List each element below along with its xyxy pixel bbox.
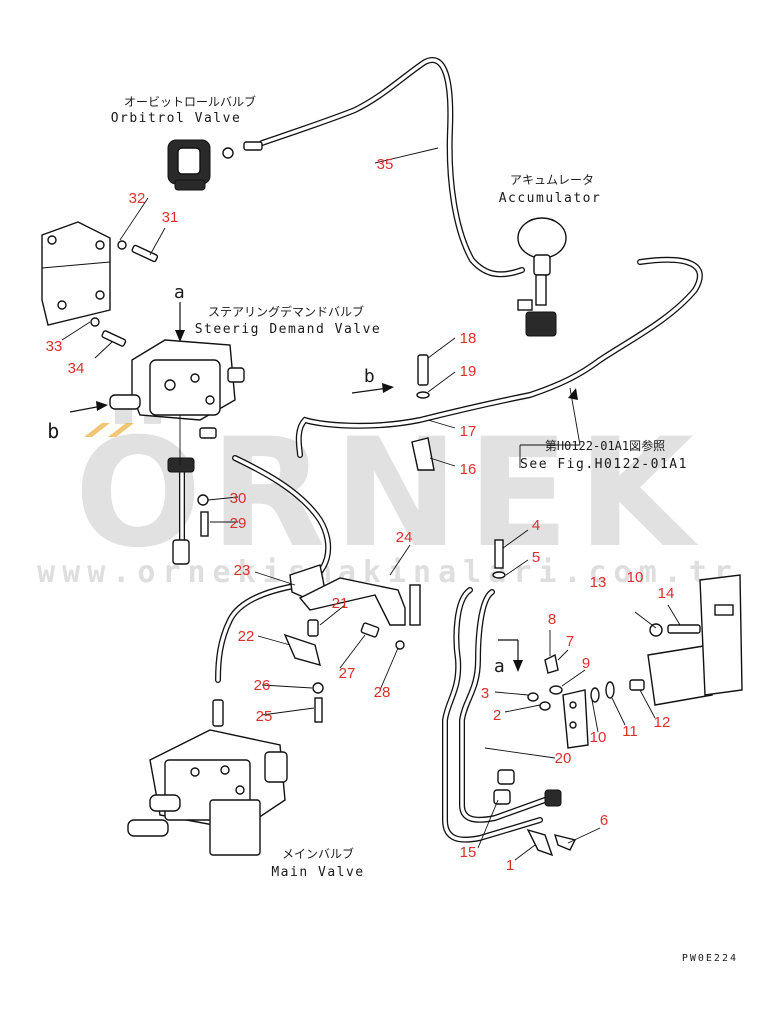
clamp-brackets	[283, 564, 421, 723]
part-number[interactable]: 1	[506, 857, 514, 874]
main-valve-label-jp: メインバルブ	[282, 846, 354, 861]
part-number[interactable]: 10	[627, 569, 644, 586]
part-number[interactable]: 5	[532, 549, 540, 566]
leader-lines	[61, 147, 681, 861]
part-number[interactable]: 18	[460, 330, 477, 347]
arrow-b-left-head	[96, 401, 108, 411]
orbitrol-label-en: Orbitrol Valve	[111, 111, 242, 126]
part-number[interactable]: 4	[532, 517, 540, 534]
reference-label-jp: 第H0122-01A1図参照	[545, 438, 665, 453]
arrow-b-right-head	[382, 383, 394, 393]
part-number[interactable]: 21	[332, 595, 349, 612]
part-number[interactable]: 9	[582, 655, 590, 672]
part-number[interactable]: 27	[339, 665, 356, 682]
part-number[interactable]: 8	[548, 611, 556, 628]
drawing-code: PW0E224	[682, 953, 738, 964]
steering-valve-label-en: Steerig Demand Valve	[195, 322, 382, 337]
part-number-callouts: 1 2 3 4 5 6 7 8 9 10 10 11 12 13 14 15 1…	[46, 156, 675, 874]
mounting-bracket	[41, 221, 159, 347]
part-number[interactable]: 28	[374, 684, 391, 701]
watermark-accent-mark	[84, 423, 110, 437]
steering-valve-label-jp: ステアリングデマンドバルブ	[208, 304, 364, 319]
view-label-a-upper: a	[174, 282, 186, 303]
part-number[interactable]: 3	[481, 685, 489, 702]
clamp-16-19	[411, 354, 435, 471]
arrow-a-lower-head	[513, 660, 523, 672]
direction-arrows	[69, 302, 578, 672]
part-number[interactable]: 14	[658, 585, 675, 602]
part-number[interactable]: 20	[555, 750, 572, 767]
part-number[interactable]: 16	[460, 461, 477, 478]
steering-lower-fittings	[167, 457, 209, 565]
part-number[interactable]: 13	[590, 574, 607, 591]
part-number[interactable]: 25	[256, 708, 273, 725]
right-bracket-assembly	[492, 539, 743, 857]
view-label-b-right: b	[364, 366, 376, 387]
accumulator-label-jp: アキュムレータ	[510, 173, 594, 187]
part-number[interactable]: 2	[493, 707, 501, 724]
orbitrol-label-jp: オービットロールバルブ	[124, 94, 256, 109]
watermark-accent-mark	[108, 423, 134, 437]
part-number[interactable]: 17	[460, 423, 477, 440]
part-number[interactable]: 35	[377, 156, 394, 173]
orbitrol-valve	[167, 139, 263, 191]
part-number[interactable]: 10	[590, 729, 607, 746]
pipe-assembly-right	[459, 589, 548, 823]
view-label-b-left: b	[47, 419, 61, 443]
part-number[interactable]: 30	[230, 490, 247, 507]
main-valve-label-en: Main Valve	[271, 865, 364, 880]
part-number[interactable]: 29	[230, 515, 247, 532]
reference-label-en: See Fig.H0122-01A1	[520, 457, 688, 472]
watermark-url: www.ornekismakinalari.com.tr	[37, 555, 739, 590]
part-number[interactable]: 6	[600, 812, 608, 829]
part-number[interactable]: 24	[396, 529, 413, 546]
part-number[interactable]: 23	[234, 562, 251, 579]
main-valve	[127, 699, 288, 856]
arrow-a-upper-head	[175, 330, 185, 342]
part-number[interactable]: 7	[566, 633, 574, 650]
steering-demand-valve	[109, 339, 245, 439]
view-label-a-lower: a	[494, 656, 506, 677]
part-number[interactable]: 11	[622, 723, 638, 740]
accumulator	[517, 217, 567, 337]
part-number[interactable]: 33	[46, 338, 63, 355]
accumulator-label-en: Accumulator	[499, 191, 602, 206]
part-number[interactable]: 32	[129, 190, 146, 207]
part-number[interactable]: 12	[654, 714, 671, 731]
part-number[interactable]: 31	[162, 209, 179, 226]
watermark: ÖRNEK www.ornekismakinalari.com.tr	[37, 405, 739, 590]
part-number[interactable]: 22	[238, 628, 255, 645]
part-number[interactable]: 26	[254, 677, 271, 694]
component-labels: オービットロールバルブ Orbitrol Valve アキュムレータ Accum…	[47, 94, 738, 964]
part-number[interactable]: 15	[460, 844, 477, 861]
part-number[interactable]: 34	[68, 360, 85, 377]
part-number[interactable]: 19	[460, 363, 477, 380]
ref-arrow-head	[568, 388, 578, 400]
